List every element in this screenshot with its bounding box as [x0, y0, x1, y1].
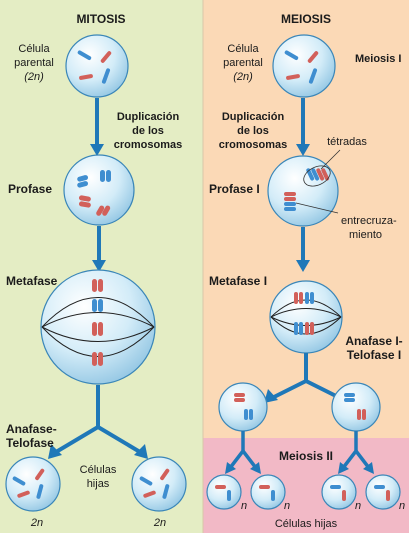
meiosis-ii-cell-3	[321, 474, 357, 510]
meiosis-ii-cell-3-chromosome-a	[330, 485, 341, 489]
meiosis-ii-cell-4	[365, 474, 401, 510]
meiosis-arrowhead-left	[264, 389, 278, 403]
mitosis-title: MITOSIS	[76, 12, 125, 26]
meiosis-ii-right-fork	[341, 431, 371, 470]
meiosis-prophase-label: Profase I	[209, 182, 260, 196]
mitosis-ploidy-right: 2n	[153, 517, 166, 529]
meiosis-two-label: Meiosis II	[279, 449, 333, 463]
meiosis-i-right-chromosomes	[344, 393, 366, 420]
meiosis-title: MEIOSIS	[281, 12, 331, 26]
meiosis-metaphase-chromosomes	[294, 292, 314, 335]
meiosis-ploidy-4: n	[399, 500, 405, 512]
meiosis-ii-cell-3-chromosome-b	[342, 490, 346, 501]
meiosis-tetrads-label: tétradas	[327, 136, 367, 148]
mitosis-arrowhead-right	[134, 444, 148, 459]
meiosis-ploidy-1: n	[241, 500, 247, 512]
meiosis-prophase-cell	[267, 155, 339, 227]
meiosis-metaphase-label: Metafase I	[209, 274, 267, 288]
mitosis-arrowhead-2	[92, 260, 106, 272]
meiosis-arrowhead-1	[296, 144, 310, 156]
meiosis-anaphase-label-2: Telofase I	[347, 348, 401, 362]
tetrads-pointer	[320, 149, 341, 170]
meiosis-i-left-chromosomes	[234, 393, 253, 420]
meiosis-daughters-label: Células hijas	[275, 518, 338, 530]
meiosis-one-label: Meiosis I	[355, 53, 401, 65]
meiosis-metaphase-cell	[269, 280, 343, 354]
meiosis-parent-cell	[272, 34, 336, 98]
meiosis-ii-arrowhead-1	[225, 462, 236, 474]
mitosis-parent-label-3: (2n)	[24, 71, 44, 83]
mitosis-daughter-left-chromosomes	[12, 468, 45, 499]
meiosis-ii-cell-2-chromosome-a	[259, 485, 270, 489]
mitosis-arrowhead-1	[90, 144, 104, 156]
meiosis-parent-chromosomes	[284, 50, 319, 84]
mitosis-parent-label-2: parental	[14, 57, 54, 69]
crossover-pointer	[295, 202, 339, 214]
mitosis-dup-label-2: de los	[132, 125, 164, 137]
meiosis-ii-cell-4-chromosome-a	[374, 485, 385, 489]
meiosis-ii-cell-2	[250, 474, 286, 510]
mitosis-daughter-cell-right	[131, 456, 187, 512]
mitosis-dup-label-1: Duplicación	[117, 111, 180, 123]
mitosis-metaphase-chromosomes	[92, 279, 103, 366]
meiosis-ii-left-fork	[228, 431, 258, 470]
meiosis-dup-label-1: Duplicación	[222, 111, 285, 123]
meiosis-crossover-label-1: entrecruza-	[341, 215, 397, 227]
tetrad-highlight	[303, 165, 331, 187]
mitosis-parent-label-1: Célula	[18, 43, 50, 55]
meiosis-ii-cell-2-chromosome-b	[271, 490, 275, 501]
meiosis-ii-cell-1-chromosome-a	[215, 485, 226, 489]
meiosis-arrowhead-2	[296, 260, 310, 272]
meiosis-ploidy-3: n	[355, 500, 361, 512]
meiosis-anaphase-label-1: Anafase I-	[345, 334, 402, 348]
meiosis-parent-label-1: Célula	[227, 43, 259, 55]
mitosis-metaphase-label: Metafase	[6, 274, 58, 288]
mitosis-anaphase-label-2: Telofase	[6, 436, 54, 450]
mitosis-daughter-cell-left	[5, 456, 61, 512]
meiosis-fork-arrows	[271, 353, 341, 400]
mitosis-prophase-cell	[63, 154, 135, 226]
meiosis-ii-arrowhead-3	[338, 462, 349, 474]
meiosis-ii-cell-1-chromosome-b	[227, 490, 231, 501]
meiosis-crossover-label-2: miento	[349, 229, 382, 241]
mitosis-daughters-label-1: Células	[80, 464, 117, 476]
mitosis-dup-label-3: cromosomas	[114, 139, 182, 151]
meiosis-parent-label-2: parental	[223, 57, 263, 69]
mitosis-arrowhead-left	[48, 444, 62, 459]
meiosis-ii-arrowhead-2	[250, 462, 261, 474]
mitosis-ploidy-left: 2n	[30, 517, 43, 529]
mitosis-daughters-label-2: hijas	[87, 478, 110, 490]
mitosis-anaphase-label-1: Anafase-	[6, 422, 57, 436]
meiosis-ploidy-2: n	[284, 500, 290, 512]
mitosis-parent-chromosomes	[77, 50, 112, 84]
mitosis-fork-arrows	[54, 385, 142, 454]
meiosis-i-cell-right	[331, 382, 381, 432]
meiosis-dup-label-3: cromosomas	[219, 139, 287, 151]
meiosis-ii-cell-4-chromosome-b	[386, 490, 390, 501]
meiosis-ii-cell-1	[206, 474, 242, 510]
mitosis-parent-cell	[65, 34, 129, 98]
meiosis-i-cell-left	[218, 382, 268, 432]
mitosis-daughter-right-chromosomes	[139, 468, 170, 499]
meiosis-ii-arrowhead-4	[363, 462, 374, 474]
meiosis-dup-label-2: de los	[237, 125, 269, 137]
mitosis-prophase-label: Profase	[8, 182, 52, 196]
meiosis-parent-label-3: (2n)	[233, 71, 253, 83]
mitosis-prophase-chromosomes	[77, 170, 111, 216]
